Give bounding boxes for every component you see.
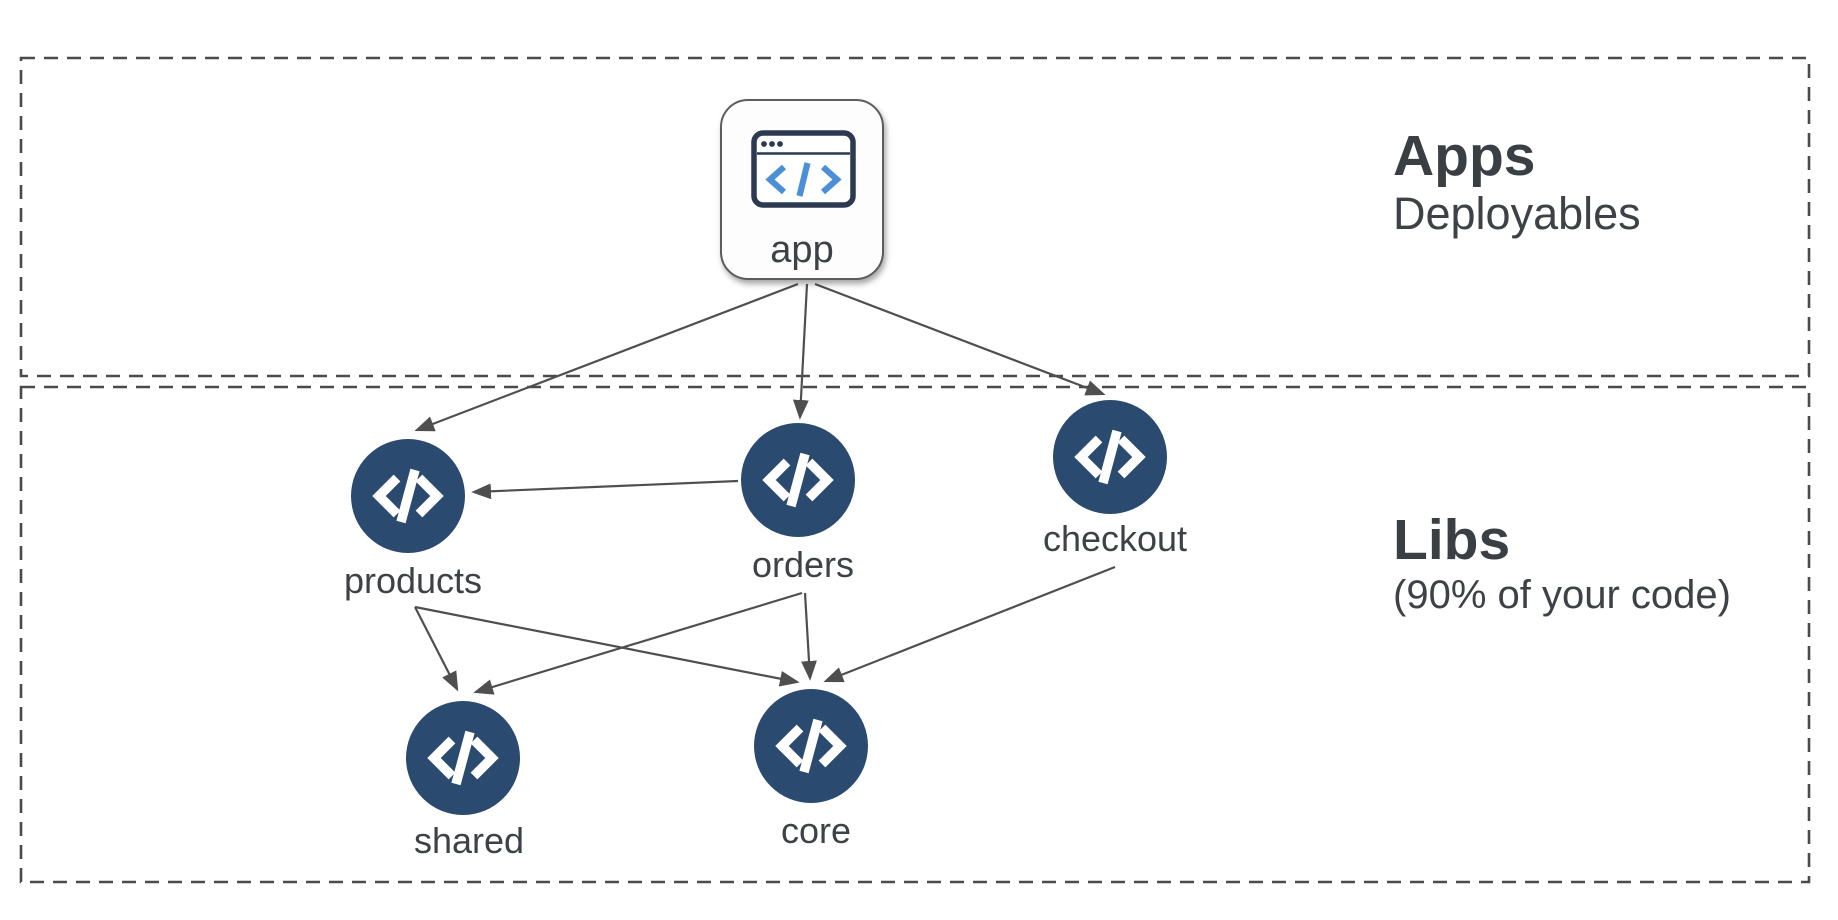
node-products [351,439,465,553]
code-icon [427,730,499,786]
edge-products-to-core [414,605,800,687]
node-app-label: app [770,229,834,271]
apps-zone-subtitle-text: Deployables [1393,187,1641,239]
node-checkout [1053,400,1167,514]
edge-checkout-to-core [823,565,1116,683]
edge-products-to-shared [414,606,459,692]
node-orders [741,423,855,537]
apps-zone-title-text: Apps [1393,124,1536,188]
code-icon [372,468,444,524]
edge-app-to-products [414,282,799,432]
apps-zone-border [19,56,1811,378]
edge-orders-to-products [471,479,739,500]
node-products-label: products [343,560,483,601]
libs-zone-title-text: Libs [1393,508,1511,572]
edges [414,282,1116,695]
code-icon [762,452,834,508]
browser-window-icon [751,130,856,208]
node-orders-label: orders [751,544,855,585]
node-shared-label: shared [413,820,525,861]
apps-zone-title: Apps Deployables [1393,124,1641,239]
code-icon [775,718,847,774]
edge-orders-to-core [801,592,817,681]
node-core-label: core [780,810,852,851]
edge-app-to-checkout [814,282,1106,396]
node-shared [406,701,520,815]
libs-zone-border [19,385,1811,884]
libs-zone-title: Libs (90% of your code) [1393,508,1731,618]
edge-orders-to-shared [473,591,803,695]
code-icon [1074,429,1146,485]
node-app: app [720,99,884,280]
libs-zone-subtitle-text: (90% of your code) [1393,572,1731,617]
edge-app-to-orders [792,283,809,420]
node-checkout-label: checkout [1042,518,1188,559]
node-core [754,689,868,803]
